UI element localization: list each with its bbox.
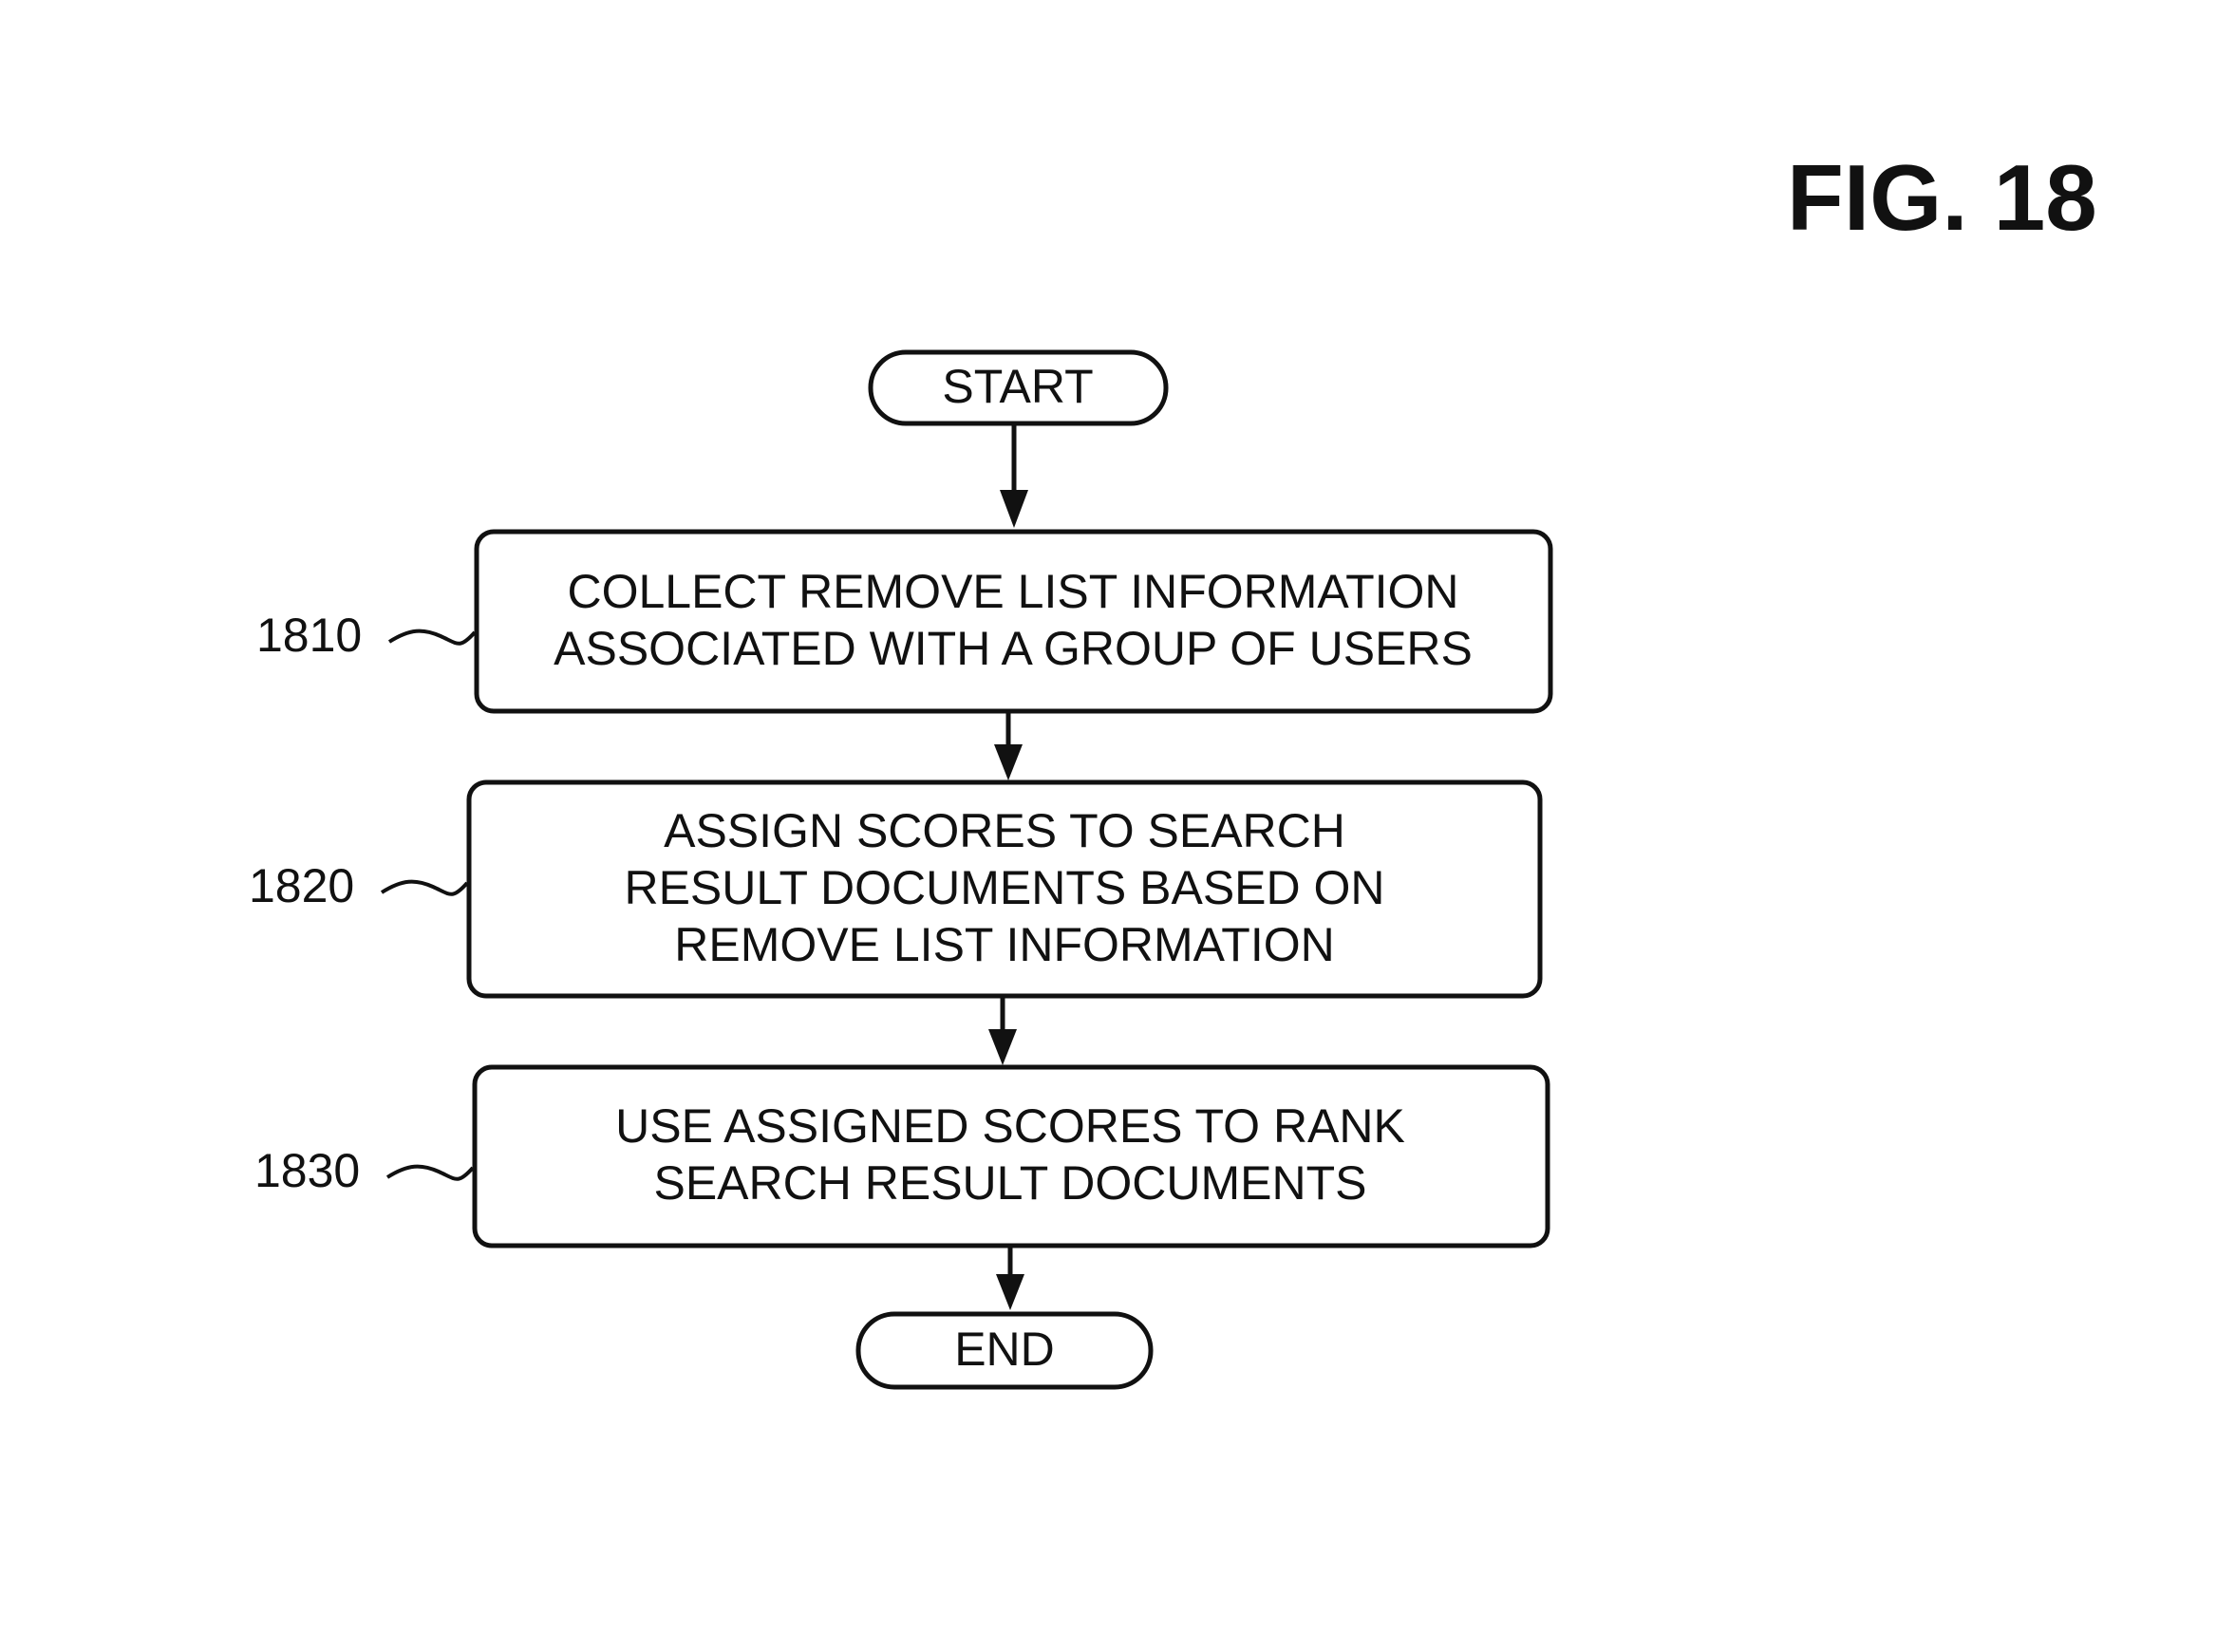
step-1820-line-1: ASSIGN SCORES TO SEARCH xyxy=(664,804,1345,857)
step-1810-line-1: COLLECT REMOVE LIST INFORMATION xyxy=(567,565,1458,618)
connector-start-to-1810 xyxy=(1000,423,1028,528)
end-terminal: END xyxy=(855,1311,1154,1390)
step-1820: ASSIGN SCORES TO SEARCH RESULT DOCUMENTS… xyxy=(466,779,1543,999)
step-1810: COLLECT REMOVE LIST INFORMATION ASSOCIAT… xyxy=(474,529,1553,714)
ref-1830: 1830 xyxy=(254,1144,475,1197)
leader-squiggle-1830 xyxy=(385,1164,475,1181)
step-1830-line-2: SEARCH RESULT DOCUMENTS xyxy=(653,1156,1366,1210)
step-1820-line-3: REMOVE LIST INFORMATION xyxy=(674,918,1334,971)
step-1810-line-2: ASSOCIATED WITH A GROUP OF USERS xyxy=(554,622,1473,675)
connector-1830-to-end xyxy=(996,1246,1024,1310)
ref-1820-label: 1820 xyxy=(249,859,354,912)
leader-squiggle-1820 xyxy=(380,879,469,896)
ref-1810: 1810 xyxy=(256,609,477,662)
connector-1820-to-1830 xyxy=(988,996,1017,1065)
leader-squiggle-1810 xyxy=(387,629,477,646)
start-label: START xyxy=(942,360,1093,413)
connector-1810-to-1820 xyxy=(994,711,1023,780)
ref-1810-label: 1810 xyxy=(256,609,362,662)
step-1820-line-2: RESULT DOCUMENTS BASED ON xyxy=(624,861,1384,914)
figure-label: FIG. 18 xyxy=(1787,145,2097,250)
start-terminal: START xyxy=(868,349,1169,426)
ref-1830-label: 1830 xyxy=(254,1144,360,1197)
end-label: END xyxy=(954,1323,1055,1376)
step-1830-line-1: USE ASSIGNED SCORES TO RANK xyxy=(615,1099,1405,1153)
ref-1820: 1820 xyxy=(249,859,469,912)
step-1830: USE ASSIGNED SCORES TO RANK SEARCH RESUL… xyxy=(472,1064,1550,1248)
